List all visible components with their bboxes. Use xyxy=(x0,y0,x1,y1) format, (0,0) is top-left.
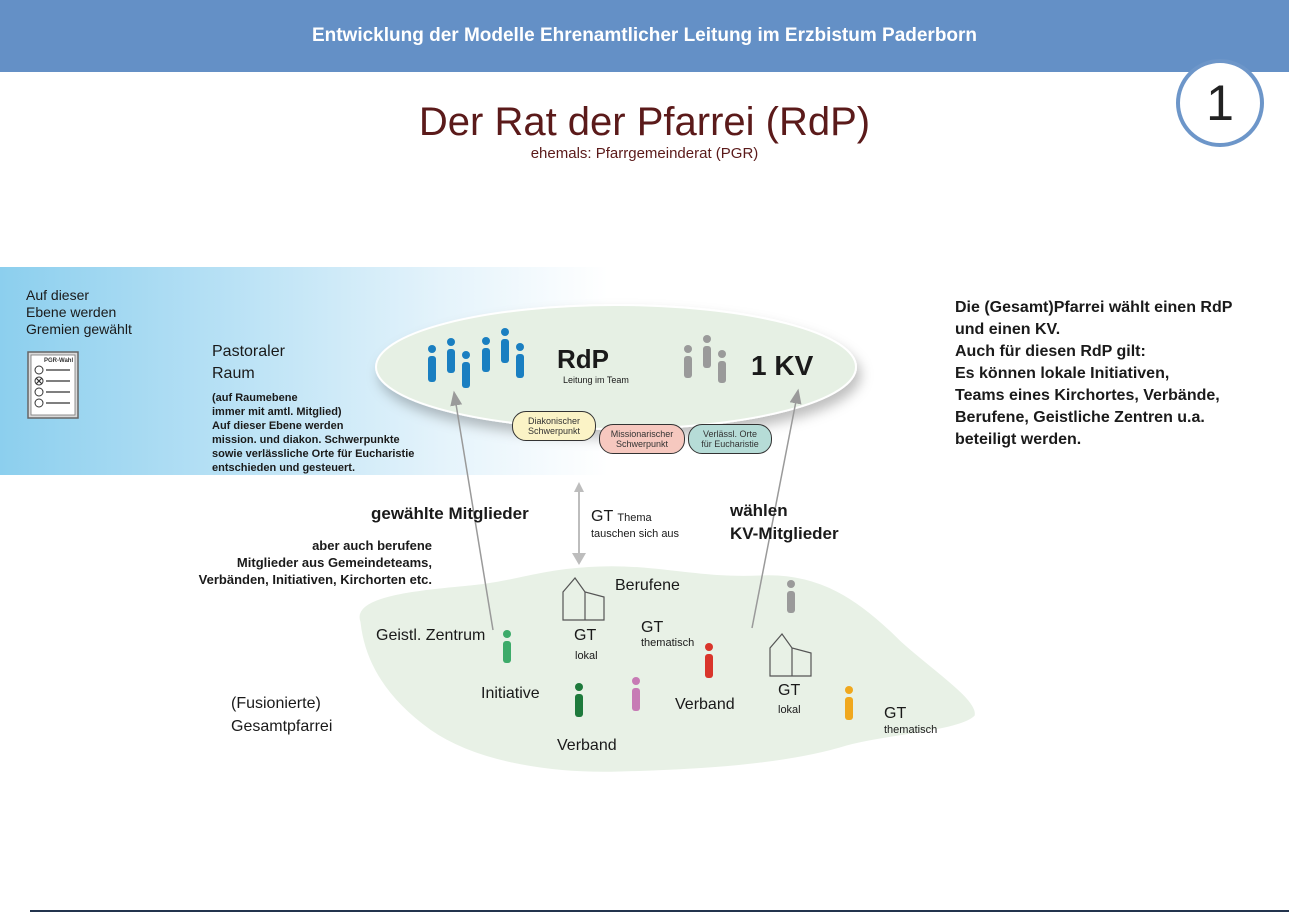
header-title: Entwicklung der Modelle Ehrenamtlicher L… xyxy=(311,25,978,46)
members-arrow-label: gewählte Mitglieder xyxy=(371,504,529,523)
label-verband-1: Verband xyxy=(675,696,735,713)
person-icon-pink xyxy=(632,677,640,711)
label-berufene: Berufene xyxy=(615,577,680,594)
kv-arrow xyxy=(751,388,802,629)
person-icon-geistl-zentrum xyxy=(503,630,511,663)
page-number-badge: 1 xyxy=(1176,59,1264,147)
page-number: 1 xyxy=(1206,75,1234,131)
label-gt-lokal-2-sub: lokal xyxy=(778,704,801,716)
person-icon-initiative xyxy=(575,683,583,717)
parish-area xyxy=(358,565,976,773)
person-icon-berufene xyxy=(787,580,795,613)
page-subtitle: ehemals: Pfarrgemeinderat (PGR) xyxy=(530,145,759,162)
person-icon-verband xyxy=(705,643,713,678)
label-gt-thematisch-1: GT xyxy=(641,619,664,636)
label-gt-lokal-2: GT xyxy=(778,682,801,699)
gt-exchange-arrowhead-top xyxy=(574,482,584,492)
ballot-label: PGR-Wahl xyxy=(44,358,73,364)
gt-exchange-arrowhead-bottom xyxy=(572,553,586,565)
level-note: Auf dieser Ebene werden Gremien gewählt xyxy=(26,287,132,337)
label-initiative: Initiative xyxy=(481,685,540,702)
explanation-text: Die (Gesamt)Pfarrei wählt einen RdP und … xyxy=(955,299,1233,448)
church-icon xyxy=(562,577,605,621)
rdp-label: RdP xyxy=(557,344,609,374)
pastoral-space-label: Pastoraler Raum xyxy=(212,343,285,382)
label-verband-2: Verband xyxy=(557,737,617,754)
gt-exchange-label: GT Thema xyxy=(591,508,652,525)
members-arrow-note: aber auch berufene Mitglieder aus Gemein… xyxy=(198,538,432,587)
page-title: Der Rat der Pfarrei (RdP) xyxy=(418,100,871,144)
rdp-members-icon xyxy=(428,328,524,388)
church-icon xyxy=(769,633,812,677)
label-gt-lokal-1: GT xyxy=(574,627,597,644)
parish-note: (Fusionierte) Gesamtpfarrei xyxy=(231,695,333,735)
label-gt-thematisch-2: GT xyxy=(884,705,907,722)
kv-elect-label: wählen KV-Mitglieder xyxy=(730,501,839,543)
focus-bubble-eucharistie: Verlässl. Orte für Eucharistie xyxy=(688,424,772,454)
focus-bubble-diakonisch: Diakonischer Schwerpunkt xyxy=(512,411,596,441)
ballot-icon xyxy=(27,351,79,419)
kv-label: 1 KV xyxy=(751,350,814,381)
rdp-sublabel: Leitung im Team xyxy=(563,375,629,385)
label-gt-lokal-1-sub: lokal xyxy=(575,650,598,662)
label-geistl-zentrum: Geistl. Zentrum xyxy=(376,627,486,644)
gt-exchange-note: tauschen sich aus xyxy=(591,528,680,540)
person-icon-gt-thematisch xyxy=(845,686,853,720)
pastoral-space-note: (auf Raumebene immer mit amtl. Mitglied)… xyxy=(212,392,415,474)
label-gt-thematisch-2-sub: thematisch xyxy=(884,724,938,736)
label-gt-thematisch-1-sub: thematisch xyxy=(641,637,695,649)
focus-bubble-missionarisch: Missionarischer Schwerpunkt xyxy=(599,424,685,454)
members-arrow xyxy=(450,390,494,631)
footer-divider xyxy=(30,910,1289,912)
header-bar: Entwicklung der Modelle Ehrenamtlicher L… xyxy=(0,0,1289,72)
kv-members-icon xyxy=(684,335,726,383)
